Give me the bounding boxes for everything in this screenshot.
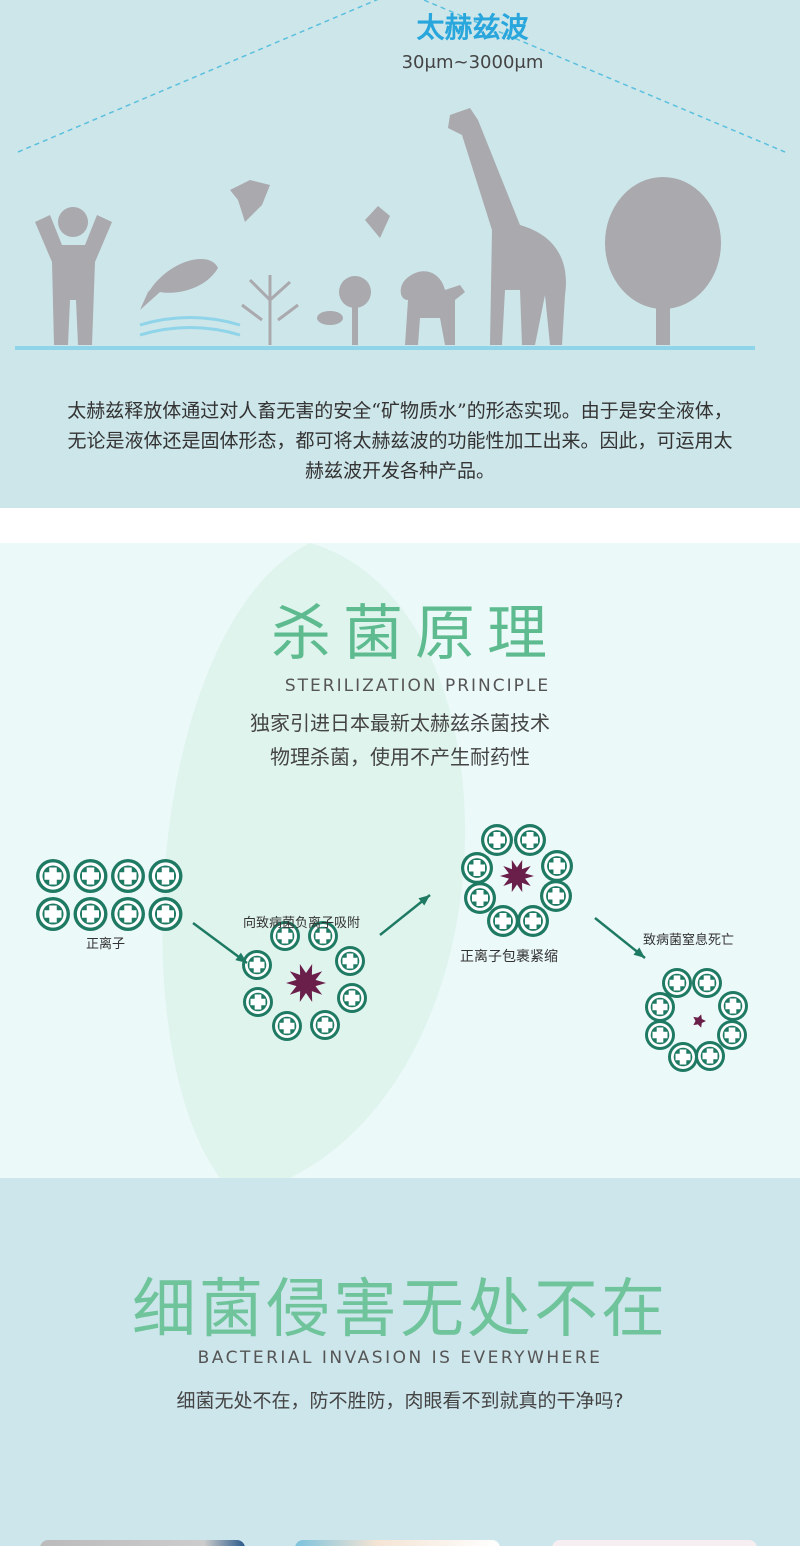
positive-ion-icon (308, 921, 338, 951)
sterilization-line-1: 独家引进日本最新太赫兹杀菌技术 (250, 711, 550, 735)
positive-ion-icon (461, 852, 493, 884)
positive-ion-icon (645, 992, 675, 1022)
positive-ion-icon (111, 897, 145, 931)
positive-ion-icon (668, 1042, 698, 1072)
sterilization-subtitle-en: STERILIZATION PRINCIPLE (284, 676, 551, 696)
arrow-icon (594, 917, 646, 959)
sterilization-diagram (36, 824, 748, 1072)
arrow-icon (192, 921, 248, 965)
positive-ion-icon (692, 968, 722, 998)
positive-ion-icon (481, 824, 513, 856)
bacteria-title: 细菌侵害无处不在 (132, 1273, 668, 1347)
sterilization-title: 杀菌原理 (271, 599, 559, 669)
positive-ion-icon (487, 905, 519, 937)
positive-ion-icon (111, 859, 145, 893)
bacteria-section: 细菌侵害无处不在 BACTERIAL INVASION IS EVERYWHER… (0, 1178, 800, 1546)
thumbnail-image-1 (40, 1540, 245, 1546)
bacteria-icon (500, 859, 534, 893)
positive-ion-icon (73, 897, 108, 931)
terahertz-section: 太赫兹波 30μm~3000μm 太赫兹释放体通过对人畜无害的安全“矿物质水”的… (0, 0, 800, 508)
positive-ion-icon (242, 950, 272, 980)
positive-ion-icon (270, 921, 300, 951)
sterilization-section: 杀菌原理 STERILIZATION PRINCIPLE 独家引进日本最新太赫兹… (0, 543, 800, 1178)
positive-ion-icon (717, 1020, 747, 1050)
sterilization-line-2: 物理杀菌，使用不产生耐药性 (270, 745, 530, 769)
positive-ion-icon (464, 882, 496, 914)
positive-ion-icon (148, 859, 183, 893)
background-lens-shape (162, 543, 466, 1178)
positive-ion-icon (718, 991, 748, 1021)
bacteria-icon (693, 1014, 706, 1028)
arrow-icon (379, 894, 431, 936)
positive-ion-icon (36, 859, 70, 893)
positive-ion-icon (243, 987, 273, 1017)
terahertz-title: 太赫兹波 (416, 11, 529, 44)
positive-ion-icon (695, 1041, 725, 1071)
step-label-positive-ions: 正离子 (86, 937, 126, 952)
step-label-adsorb: 向致病菌负离子吸附 (243, 916, 361, 931)
thumbnail-image-3 (552, 1540, 757, 1546)
positive-ion-icon (335, 946, 365, 976)
bacteria-line: 细菌无处不在，防不胜防，肉眼看不到就真的干净吗? (176, 1390, 624, 1412)
step-label-death: 致病菌窒息死亡 (643, 933, 735, 948)
positive-ion-icon (148, 897, 183, 931)
positive-ion-icon (272, 1011, 302, 1041)
step-label-wrap: 正离子包裹紧缩 (460, 949, 558, 965)
positive-ion-icon (645, 1020, 675, 1050)
positive-ion-icon (541, 850, 573, 882)
positive-ion-icon (36, 897, 70, 931)
positive-ion-icon (514, 824, 546, 856)
positive-ion-icon (73, 859, 108, 893)
wavelength-range: 30μm~3000μm (401, 52, 544, 73)
terahertz-description: 太赫兹释放体通过对人畜无害的安全“矿物质水”的形态实现。由于是安全液体，无论是液… (67, 400, 733, 482)
bacteria-icon (286, 963, 326, 1003)
positive-ion-icon (310, 1010, 340, 1040)
positive-ion-icon (517, 905, 549, 937)
positive-ion-icon (662, 968, 692, 998)
terahertz-illustration (15, 0, 786, 350)
positive-ion-icon (337, 983, 367, 1013)
bacteria-subtitle-en: BACTERIAL INVASION IS EVERYWHERE (197, 1348, 603, 1368)
positive-ion-icon (540, 880, 572, 912)
thumbnail-image-2 (295, 1540, 500, 1546)
